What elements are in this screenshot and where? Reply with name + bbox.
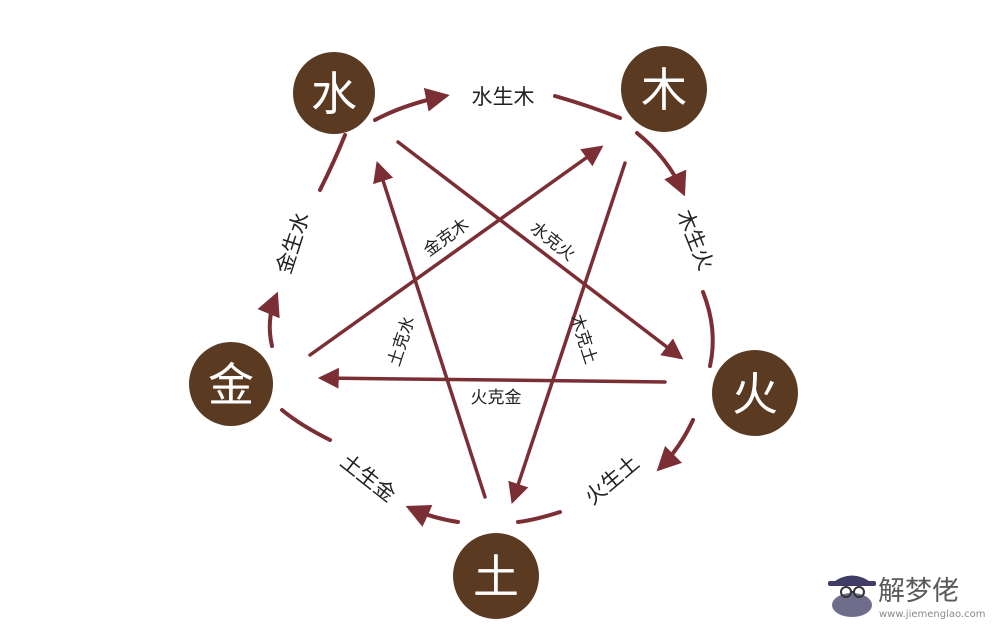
arc-fire-to-earth-tail bbox=[516, 510, 562, 524]
label-wood-generates-fire: 木生火 bbox=[672, 206, 718, 273]
generating-cycle bbox=[257, 88, 715, 527]
element-water-label: 水 bbox=[311, 67, 357, 121]
element-earth-node: 土 bbox=[453, 533, 539, 619]
arrow-metal-controls-wood bbox=[308, 145, 604, 357]
arrow-earth-controls-water bbox=[373, 161, 487, 499]
arc-earth-to-metal-tail bbox=[280, 408, 332, 442]
label-metal-generates-water: 金生水 bbox=[272, 209, 314, 276]
watermark-text: 解梦佬 bbox=[878, 576, 959, 607]
label-fire-controls-metal: 火克金 bbox=[471, 388, 522, 408]
arc-metal-to-water-tail bbox=[318, 133, 347, 192]
label-water-generates-wood: 水生木 bbox=[472, 85, 535, 109]
arrow-fire-controls-metal bbox=[317, 367, 667, 389]
arc-water-to-wood-tail bbox=[553, 94, 622, 120]
element-wood-node: 木 bbox=[621, 46, 707, 132]
label-metal-controls-wood: 金克木 bbox=[420, 215, 473, 261]
arc-wood-to-fire bbox=[635, 131, 687, 197]
arc-metal-to-water bbox=[257, 291, 280, 348]
arrow-water-controls-fire bbox=[396, 140, 684, 360]
element-metal-node: 金 bbox=[189, 342, 273, 426]
element-wood-label: 木 bbox=[641, 63, 687, 117]
arrow-wood-controls-earth bbox=[508, 161, 627, 504]
watermark-url: www.jiemenglao.com bbox=[879, 609, 985, 620]
element-fire-label: 火 bbox=[732, 367, 778, 421]
mascot-icon bbox=[828, 575, 876, 617]
arc-water-to-wood bbox=[373, 88, 450, 122]
label-earth-generates-metal: 土生金 bbox=[336, 449, 400, 507]
arc-earth-to-metal bbox=[405, 505, 460, 527]
element-fire-node: 火 bbox=[712, 350, 798, 436]
controlling-star bbox=[308, 140, 684, 504]
element-metal-label: 金 bbox=[208, 358, 254, 412]
label-wood-controls-earth: 木克土 bbox=[566, 312, 601, 367]
label-fire-generates-earth: 火生土 bbox=[580, 451, 644, 510]
arc-wood-to-fire-tail bbox=[701, 290, 715, 368]
label-earth-controls-water: 土克水 bbox=[385, 314, 420, 369]
arc-fire-to-earth bbox=[656, 418, 695, 472]
watermark: 解梦佬 www.jiemenglao.com bbox=[828, 575, 985, 620]
element-water-node: 水 bbox=[293, 52, 375, 134]
element-earth-label: 土 bbox=[473, 550, 519, 604]
